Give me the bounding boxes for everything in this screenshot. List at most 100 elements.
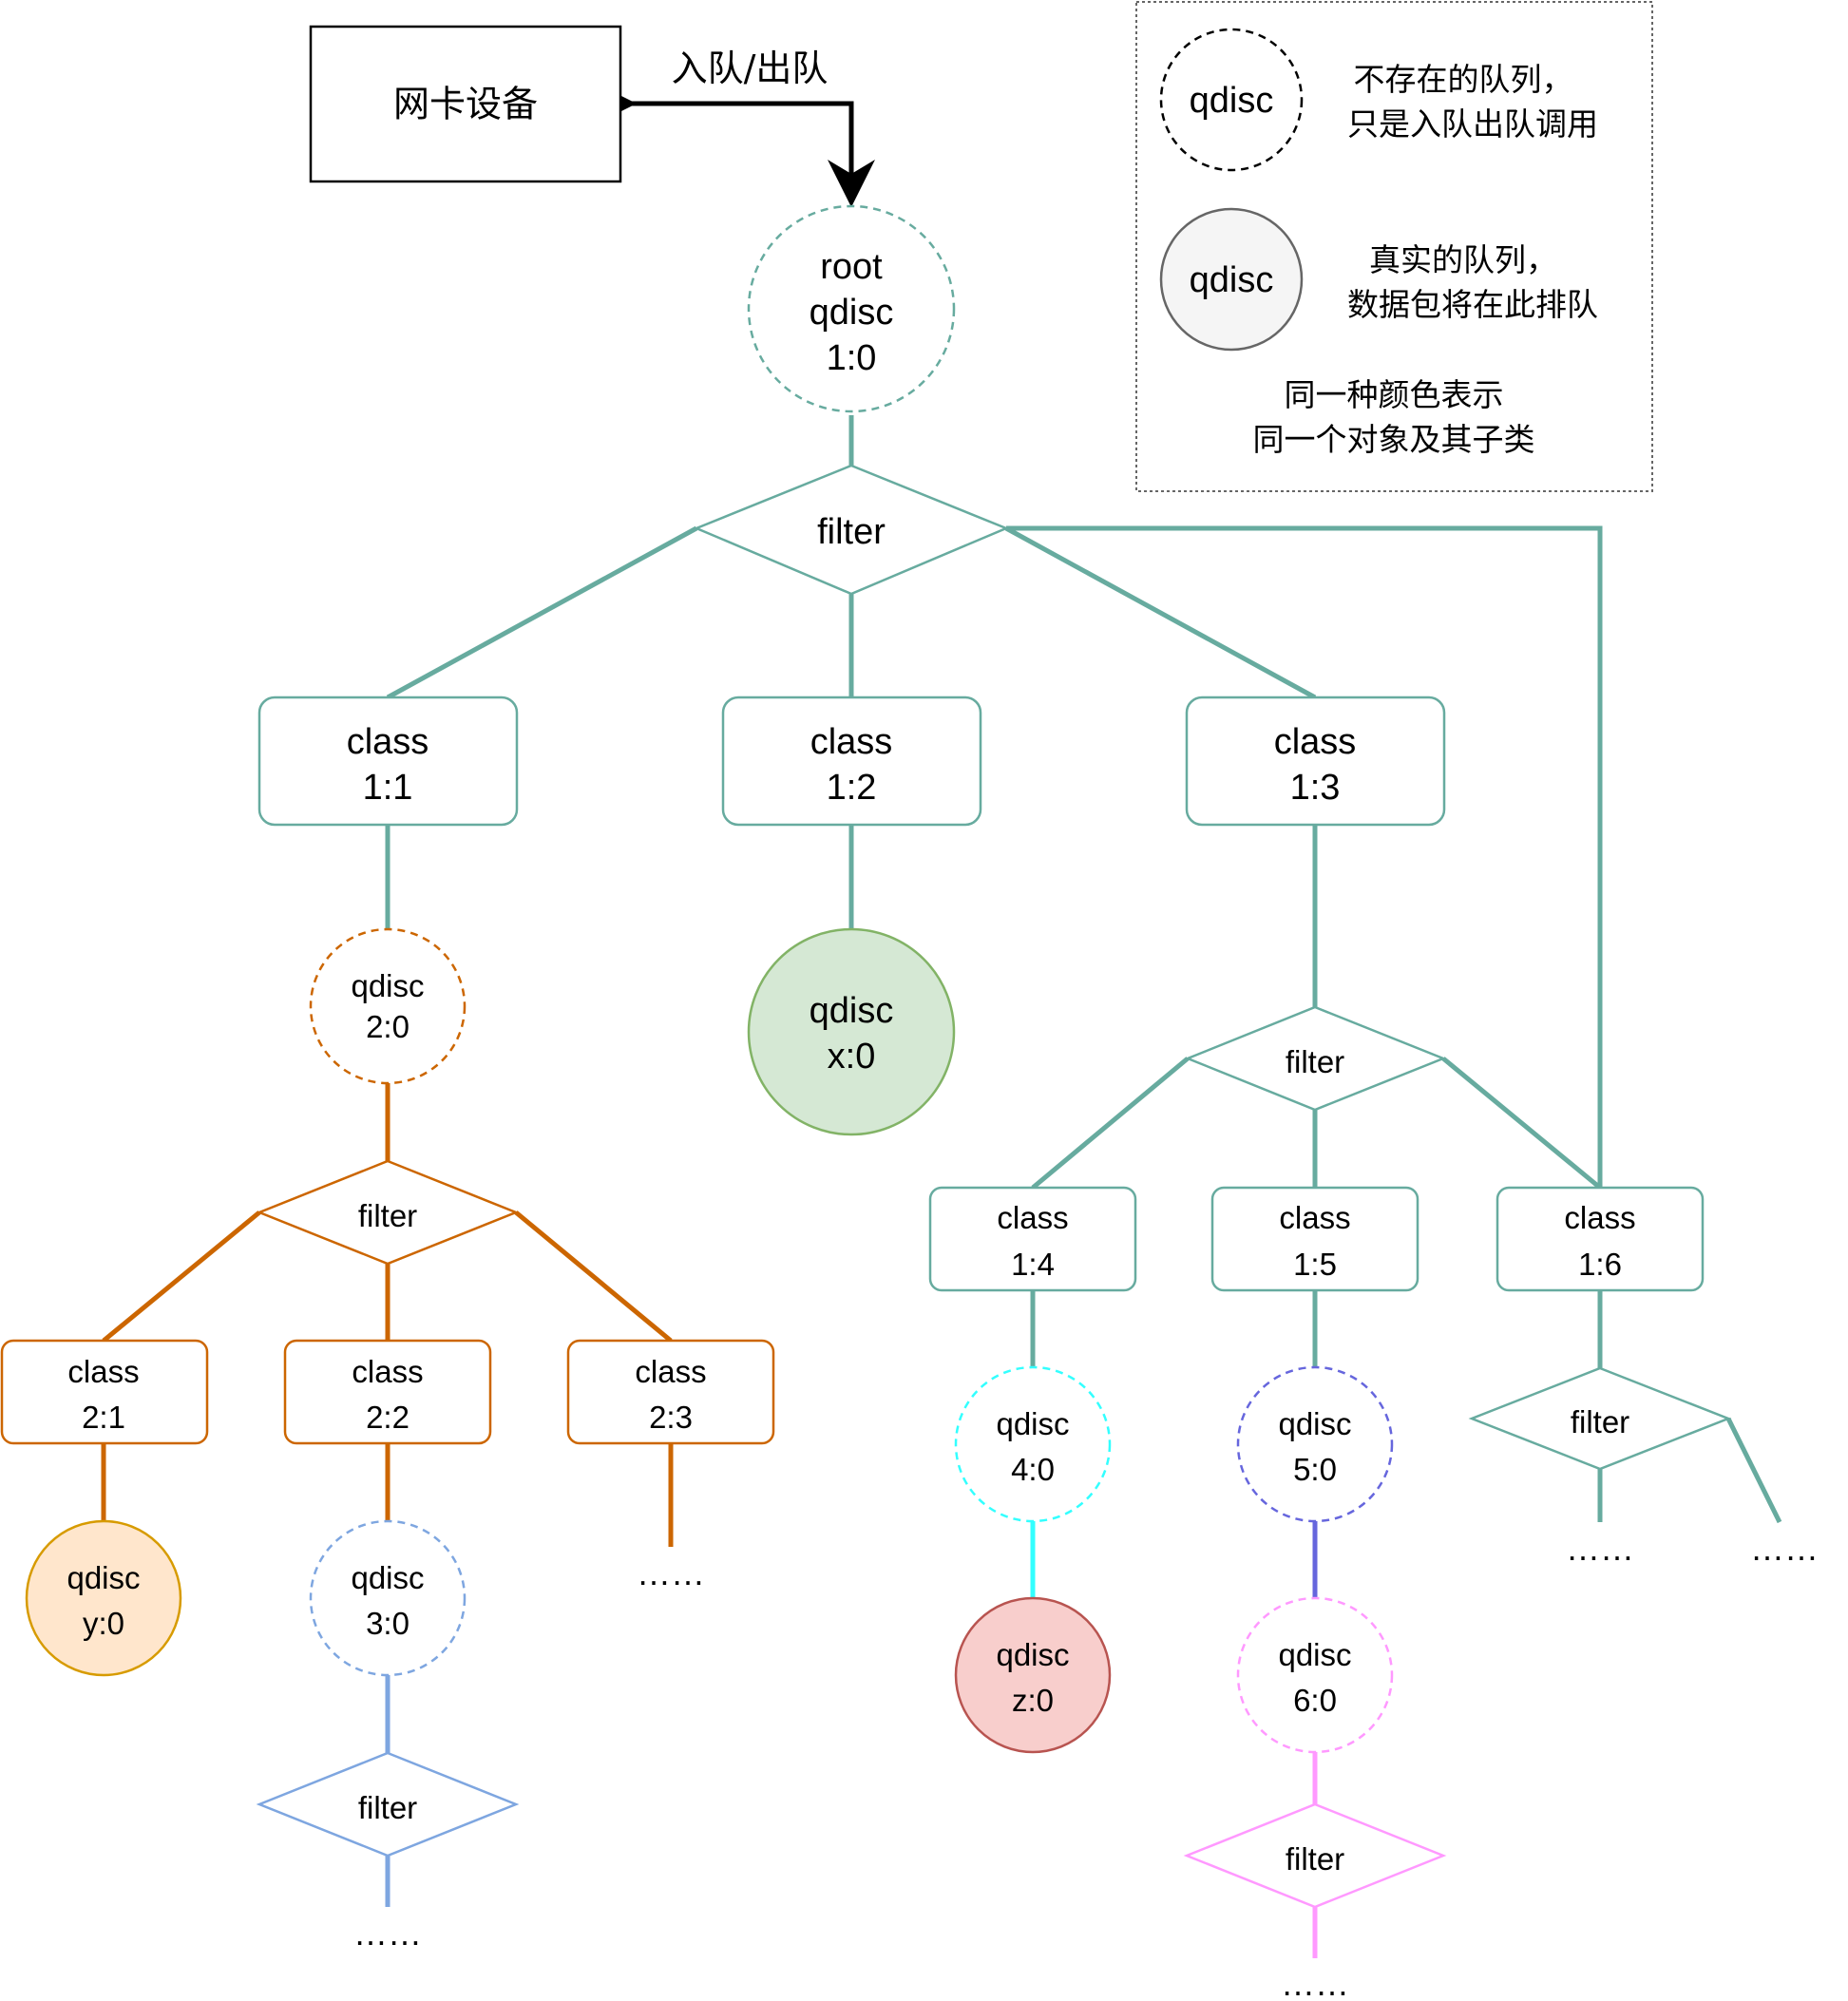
legend-color-note-line1: 同一种颜色表示 <box>1285 376 1504 413</box>
network-device: 网卡设备 <box>309 25 622 183</box>
filter-class-1-3-label: filter <box>1286 1044 1344 1079</box>
ellipsis-class-2-3: …… <box>637 1553 705 1592</box>
ellipsis-filter-1-6-left: …… <box>1566 1529 1634 1568</box>
edge-filter20-c23 <box>514 1210 673 1343</box>
qdisc-4-0-circle <box>954 1365 1112 1523</box>
class-1-3: class 1:3 <box>1185 696 1446 827</box>
qdisc-2-0-circle <box>309 927 467 1085</box>
qdisc-x-0: qdisc x:0 <box>747 927 956 1136</box>
qdisc-6-0: qdisc 6:0 <box>1236 1596 1394 1754</box>
filter-qdisc-3-0-diamond <box>256 1751 520 1858</box>
root-qdisc-line2: qdisc <box>810 293 894 333</box>
edge-filter13-c14 <box>1031 1057 1190 1190</box>
legend-virtual-qdisc-circle <box>1159 28 1304 172</box>
class-1-1-line2: 1:1 <box>363 768 413 808</box>
network-device-label: 网卡设备 <box>393 84 538 125</box>
root-qdisc-line1: root <box>820 247 883 287</box>
qdisc-6-0-circle <box>1236 1596 1394 1754</box>
filter-qdisc-3-0: filter <box>256 1751 520 1858</box>
class-1-4-line2: 1:4 <box>1011 1247 1055 1282</box>
legend-virtual-qdisc-label: qdisc <box>1190 81 1274 121</box>
root-filter-label: filter <box>817 512 886 552</box>
class-1-1: class 1:1 <box>257 696 519 827</box>
qdisc-4-0-line2: 4:0 <box>1011 1452 1055 1487</box>
qdisc-2-0-line2: 2:0 <box>366 1009 410 1044</box>
qdisc-4-0: qdisc 4:0 <box>954 1365 1112 1523</box>
class-1-3-line1: class <box>1274 722 1357 762</box>
filter-class-1-3: filter <box>1184 1005 1447 1112</box>
class-1-6-line2: 1:6 <box>1578 1247 1622 1282</box>
class-1-4: class 1:4 <box>928 1186 1137 1292</box>
root-qdisc-line3: 1:0 <box>827 338 877 378</box>
qdisc-5-0-line2: 5:0 <box>1293 1452 1337 1487</box>
qdisc-2-0: qdisc 2:0 <box>309 927 467 1085</box>
root-filter: filter <box>693 464 1010 596</box>
class-2-3-box <box>566 1339 775 1445</box>
class-1-4-line1: class <box>997 1200 1068 1235</box>
legend-color-note-line2: 同一个对象及其子类 <box>1253 421 1535 458</box>
edge-filter-c11 <box>386 525 698 700</box>
filter-qdisc-2-0-label: filter <box>358 1198 417 1233</box>
class-2-1-line2: 2:1 <box>82 1400 125 1435</box>
class-1-2-line1: class <box>810 722 893 762</box>
qdisc-3-0-circle <box>309 1519 467 1677</box>
qdisc-3-0: qdisc 3:0 <box>309 1519 467 1677</box>
filter-class-1-3-diamond <box>1184 1005 1447 1112</box>
class-1-2-line2: 1:2 <box>827 768 877 808</box>
legend-real-qdisc-circle <box>1159 207 1304 352</box>
edge-filter13-c16 <box>1441 1057 1602 1190</box>
ellipsis-filter-1-6-right: …… <box>1750 1529 1819 1568</box>
class-1-6-line1: class <box>1564 1200 1635 1235</box>
network-device-box <box>309 25 622 183</box>
qdisc-6-0-line2: 6:0 <box>1293 1683 1337 1718</box>
legend-real-qdisc-label: qdisc <box>1190 260 1274 300</box>
filter-class-1-6: filter <box>1468 1366 1732 1471</box>
qdisc-y-0-line2: y:0 <box>83 1606 124 1641</box>
class-1-2-box <box>721 696 982 827</box>
legend: qdisc 不存在的队列， 只是入队出队调用 qdisc 真实的队列， 数据包将… <box>1135 1 1653 492</box>
edge-filter-c16 <box>1006 525 1603 1188</box>
qdisc-z-0-line2: z:0 <box>1012 1683 1054 1718</box>
qdisc-x-0-circle <box>747 927 956 1136</box>
class-2-3: class 2:3 <box>566 1339 775 1445</box>
root-qdisc: root qdisc 1:0 <box>747 204 956 413</box>
class-1-2: class 1:2 <box>721 696 982 827</box>
class-2-1-line1: class <box>67 1354 139 1389</box>
filter-qdisc-6-0: filter <box>1183 1802 1447 1909</box>
filter-qdisc-3-0-label: filter <box>358 1790 417 1825</box>
class-1-3-line2: 1:3 <box>1290 768 1341 808</box>
class-1-3-box <box>1185 696 1446 827</box>
qdisc-y-0-circle <box>25 1519 182 1677</box>
legend-virtual-desc-line1: 不存在的队列， <box>1354 61 1573 98</box>
edge-filter20-c21 <box>102 1210 261 1343</box>
qdisc-x-0-line2: x:0 <box>828 1037 876 1077</box>
filter-class-1-6-diamond <box>1468 1366 1732 1471</box>
filter-class-1-6-label: filter <box>1571 1404 1629 1439</box>
class-1-5-box <box>1210 1186 1419 1292</box>
filter-qdisc-6-0-label: filter <box>1286 1841 1344 1877</box>
ellipsis-filter-3-0: …… <box>353 1914 422 1953</box>
qdisc-3-0-line2: 3:0 <box>366 1606 410 1641</box>
qdisc-5-0: qdisc 5:0 <box>1236 1365 1394 1523</box>
class-2-2: class 2:2 <box>283 1339 492 1445</box>
class-2-2-line1: class <box>352 1354 423 1389</box>
filter-qdisc-6-0-diamond <box>1183 1802 1447 1909</box>
edge-device-root <box>589 80 875 207</box>
class-1-6-box <box>1496 1186 1705 1292</box>
root-filter-diamond <box>693 464 1010 596</box>
edge-filter16-right <box>1725 1417 1782 1524</box>
class-2-2-box <box>283 1339 492 1445</box>
qdisc-x-0-line1: qdisc <box>810 991 894 1031</box>
class-2-3-line1: class <box>635 1354 706 1389</box>
legend-virtual-desc-line2: 只是入队出队调用 <box>1347 105 1598 143</box>
class-2-2-line2: 2:2 <box>366 1400 410 1435</box>
qdisc-z-0-line1: qdisc <box>996 1637 1069 1672</box>
qdisc-4-0-line1: qdisc <box>996 1406 1069 1441</box>
qdisc-3-0-line1: qdisc <box>351 1560 424 1595</box>
legend-real-desc-line1: 真实的队列， <box>1369 241 1557 278</box>
enqueue-dequeue-label: 入队/出队 <box>672 48 829 89</box>
qdisc-5-0-line1: qdisc <box>1278 1406 1351 1441</box>
edge-filter-c13 <box>1004 525 1317 700</box>
